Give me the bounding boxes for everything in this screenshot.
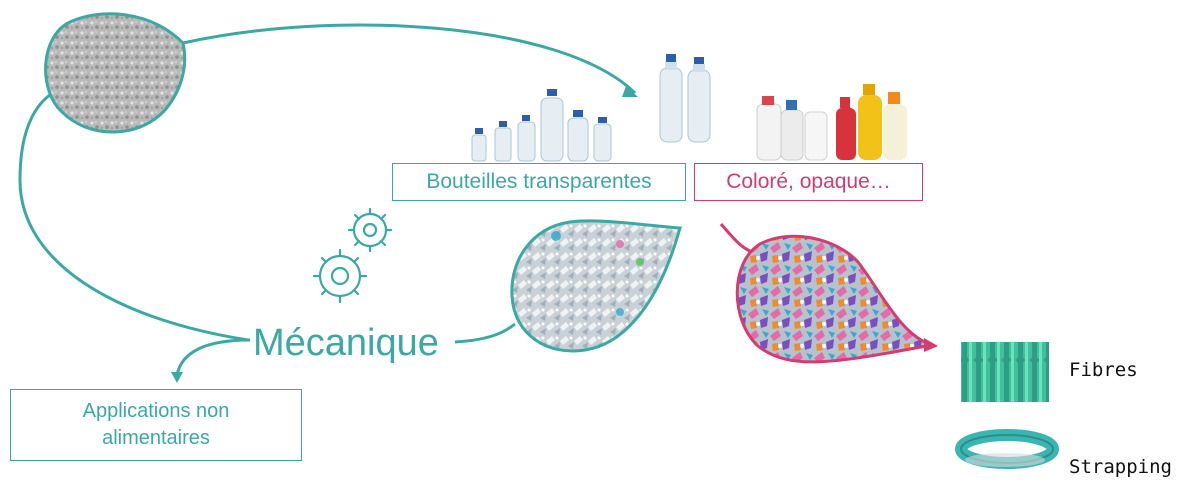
applications-line1: Applications non: [82, 400, 230, 422]
clear-pet-flakes-drop: [510, 219, 682, 353]
loop-arc-left: [18, 86, 249, 342]
arrow-icon: [924, 338, 938, 352]
non-food-applications-box: Applications non alimentaires: [10, 389, 302, 461]
strapping-caption: Strapping: [1069, 456, 1172, 478]
transparent-bottles-label: Bouteilles transparentes: [392, 163, 686, 201]
gears-icon: [312, 207, 393, 304]
strapping-band-photo: [955, 429, 1059, 469]
arrow-icon: [171, 372, 183, 383]
arrow-icon: [622, 86, 638, 97]
mixed-colored-plastic-drop: [735, 234, 933, 364]
colored-opaque-label: Coloré, opaque…: [694, 163, 923, 201]
applications-line2: alimentaires: [102, 427, 210, 449]
transparent-bottles-photo: [471, 54, 711, 162]
fibres-spools-photo: [961, 342, 1049, 402]
mechanical-recycling-label: Mécanique: [253, 322, 439, 364]
loop-arc-top: [182, 23, 637, 95]
fibres-caption: Fibres: [1069, 359, 1138, 381]
recycled-flakes-drop: [44, 12, 187, 134]
arrow-to-applications: [175, 338, 251, 376]
colored-bottles-photo: [756, 84, 907, 161]
line-to-clear-flakes: [454, 322, 516, 344]
